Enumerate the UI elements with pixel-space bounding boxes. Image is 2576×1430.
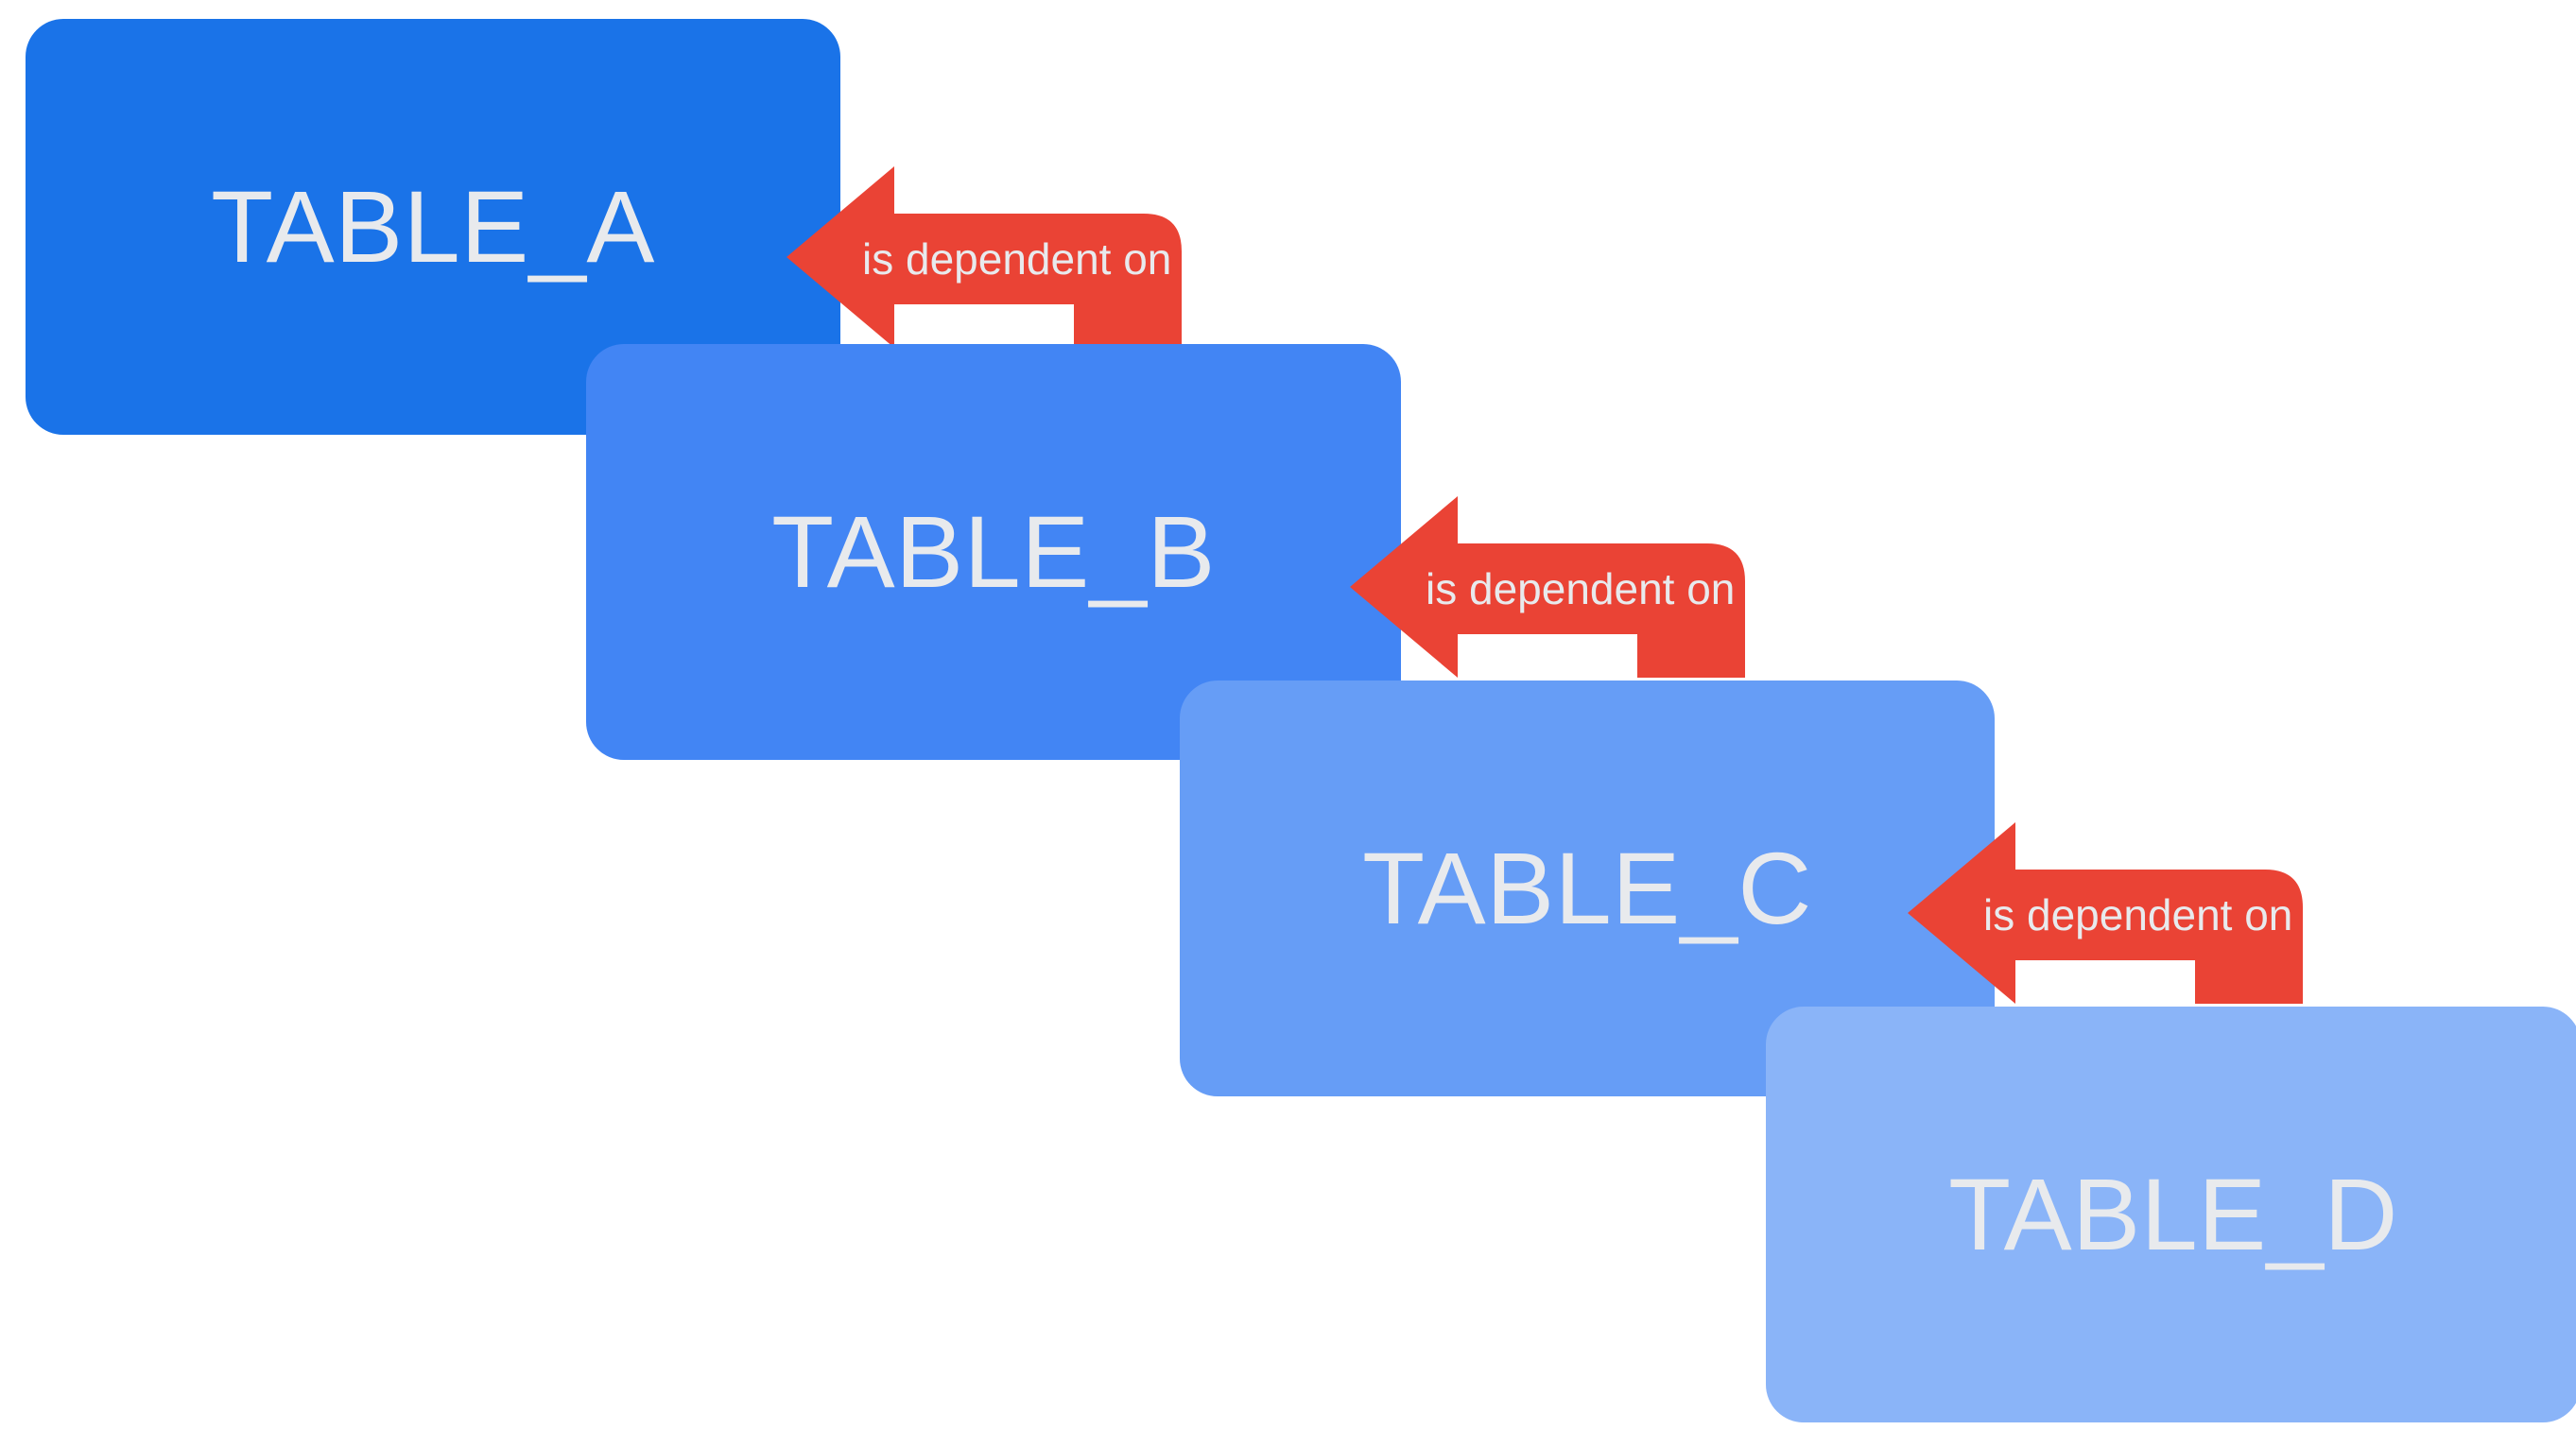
node-label-table-d: TABLE_D <box>1948 1157 2398 1271</box>
arrow-shape-icon <box>1350 496 1745 678</box>
node-label-table-a: TABLE_A <box>211 169 655 284</box>
node-table-d[interactable]: TABLE_D <box>1766 1007 2576 1422</box>
node-label-table-b: TABLE_B <box>771 494 1216 609</box>
arrow-shape-icon <box>787 166 1182 348</box>
edge-label-3: is dependent on <box>1983 890 2293 939</box>
edge-is-dependent-on-1[interactable]: is dependent on <box>787 166 1295 348</box>
edge-is-dependent-on-2[interactable]: is dependent on <box>1350 496 1859 678</box>
node-label-table-c: TABLE_C <box>1362 831 1812 945</box>
edge-label-2: is dependent on <box>1426 564 1736 613</box>
edge-label-1: is dependent on <box>862 234 1172 284</box>
node-table-a[interactable]: TABLE_A <box>26 19 840 435</box>
